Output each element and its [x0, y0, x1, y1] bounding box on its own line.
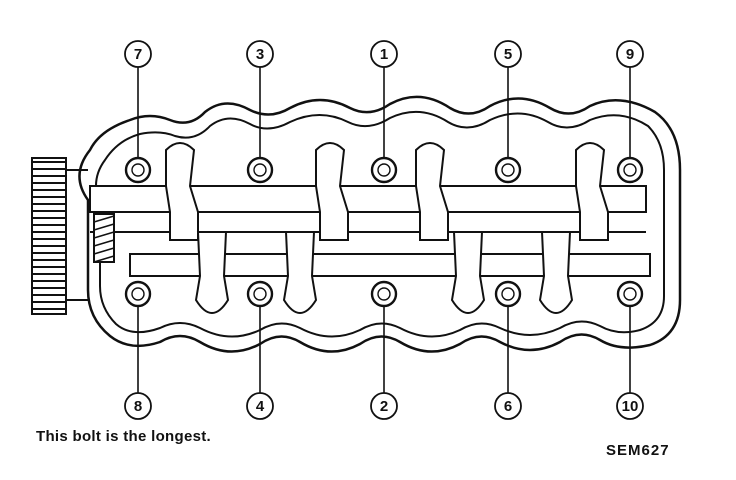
- bolt-head: [124, 156, 152, 184]
- bolt-1: 1: [370, 40, 398, 184]
- rocker-arm: [575, 142, 609, 241]
- bolt-head: [246, 156, 274, 184]
- bolt-number-label: 9: [626, 46, 634, 63]
- rocker-arm: [315, 142, 349, 241]
- bolt-number-circle: [246, 40, 274, 68]
- rocker-arm: [282, 231, 318, 314]
- bolt-number-label: 8: [134, 398, 142, 415]
- cam-sprocket: [31, 157, 88, 315]
- rocker-arm: [194, 231, 230, 314]
- bolt-head: [124, 280, 152, 308]
- bolt-number-circle: [616, 392, 644, 420]
- bolt-washer: [377, 287, 391, 301]
- bolt-number-label: 1: [380, 46, 388, 63]
- bolt-5: 5: [494, 40, 522, 184]
- bolt-6: 6: [494, 280, 522, 420]
- bolt-number-label: 6: [504, 398, 512, 415]
- bolt-number-circle: [370, 40, 398, 68]
- bolt-number-circle: [124, 40, 152, 68]
- bolt-head: [494, 280, 522, 308]
- bolt-number-circle: [494, 392, 522, 420]
- bolt-layer: 7 3 1 5 9 8 4 2 6 10: [124, 40, 644, 420]
- bolt-washer: [623, 287, 637, 301]
- bolt-washer: [131, 287, 145, 301]
- bolt-head: [370, 280, 398, 308]
- bolt-number-label: 2: [380, 398, 388, 415]
- bolt-head: [246, 280, 274, 308]
- bolt-9: 9: [616, 40, 644, 184]
- bolt-number-label: 3: [256, 46, 264, 63]
- bolt-number-circle: [494, 40, 522, 68]
- rocker-arm: [538, 231, 574, 314]
- bolt-head: [616, 156, 644, 184]
- bolt-number-circle: [124, 392, 152, 420]
- bolt-head: [370, 156, 398, 184]
- bolt-washer: [377, 163, 391, 177]
- bolt-washer: [253, 287, 267, 301]
- bolt-head: [616, 280, 644, 308]
- bolt-7: 7: [124, 40, 152, 184]
- head-outline-inner: [95, 111, 665, 338]
- caption-text: This bolt is the longest.: [36, 428, 212, 445]
- rocker-arm: [415, 142, 449, 241]
- bolt-washer: [131, 163, 145, 177]
- rocker-arm: [450, 231, 486, 314]
- bolt-washer: [501, 287, 515, 301]
- bolt-number-label: 7: [134, 46, 142, 63]
- bolt-number-circle: [616, 40, 644, 68]
- bolt-number-label: 5: [504, 46, 512, 63]
- bolt-2: 2: [370, 280, 398, 420]
- bolt-number-circle: [370, 392, 398, 420]
- bolt-8: 8: [124, 280, 152, 420]
- bolt-washer: [501, 163, 515, 177]
- head-outline-outer: [78, 95, 682, 353]
- rocker-arm: [165, 142, 199, 241]
- bolt-number-label: 10: [622, 398, 639, 415]
- bolt-number-circle: [246, 392, 274, 420]
- hatched-block: [93, 213, 115, 263]
- bolt-10: 10: [616, 280, 644, 420]
- rocker-arms: [165, 142, 609, 314]
- bolt-washer: [623, 163, 637, 177]
- bolt-head: [494, 156, 522, 184]
- figure-code: SEM627: [606, 442, 670, 459]
- bolt-number-label: 4: [256, 398, 265, 415]
- bolt-4: 4: [246, 280, 274, 420]
- bolt-washer: [253, 163, 267, 177]
- bolt-3: 3: [246, 40, 274, 184]
